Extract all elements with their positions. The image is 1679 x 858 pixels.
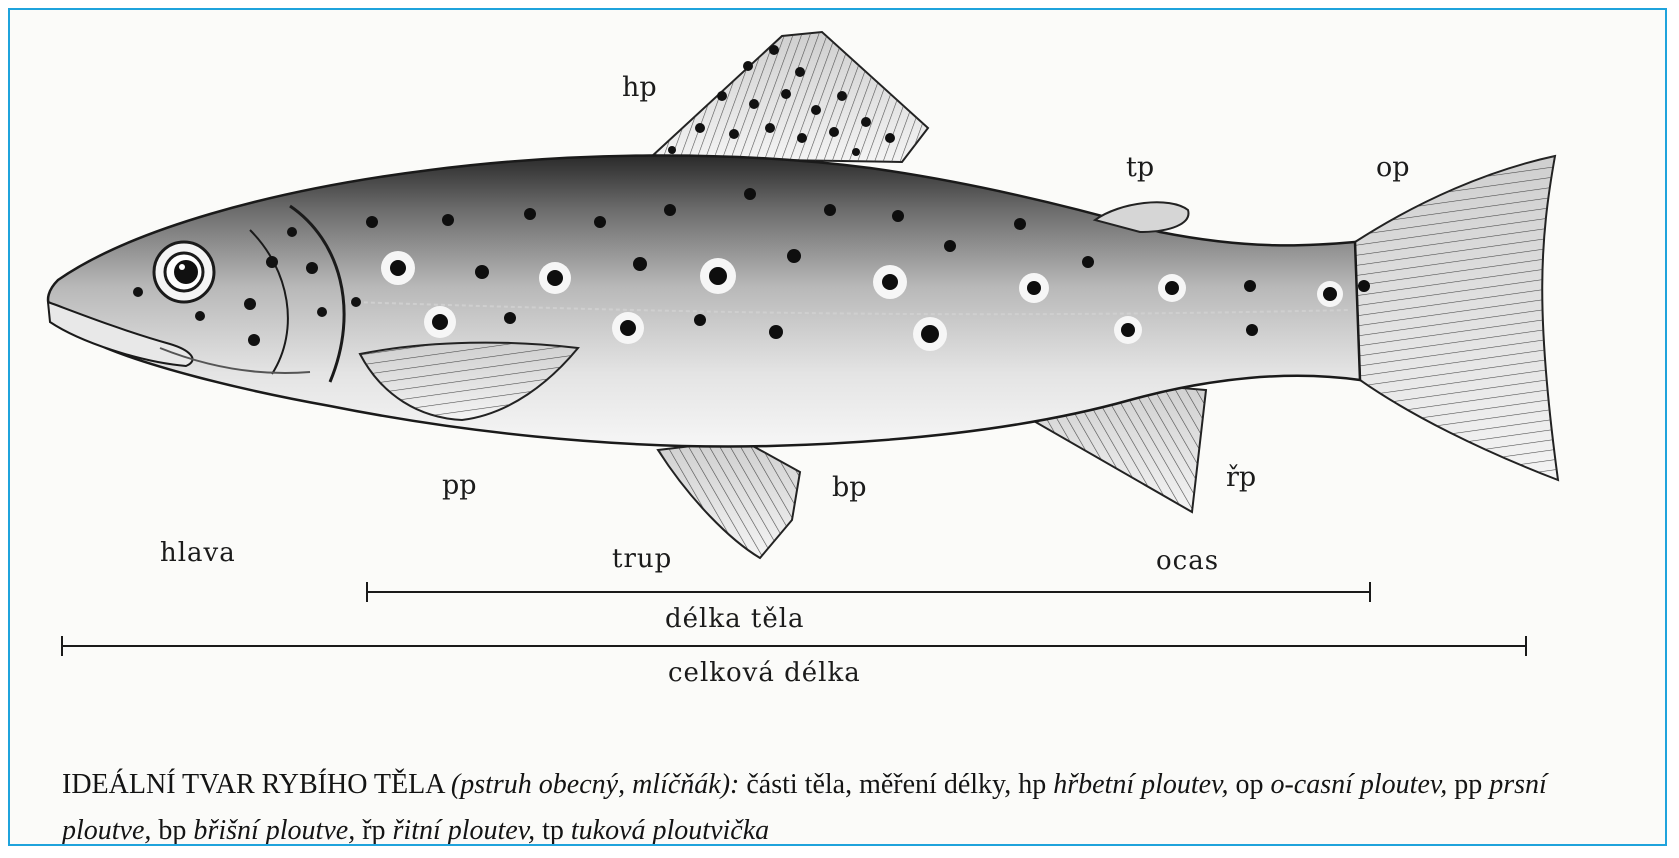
label-trunk: trup: [612, 544, 672, 574]
label-total-length: celková délka: [668, 658, 861, 688]
body-length-line: [367, 582, 1370, 602]
label-adipose-fin: tp: [1126, 152, 1154, 183]
label-tail: ocas: [1156, 546, 1219, 576]
caption-tp: tp: [535, 815, 571, 846]
caption-species: (pstruh obecný, mlíčňák):: [451, 769, 739, 800]
label-anal-fin: řp: [1226, 462, 1256, 493]
caption-rp: řp: [355, 815, 392, 846]
total-length-line: [62, 636, 1526, 656]
label-caudal-fin: op: [1376, 152, 1410, 183]
label-head: hlava: [160, 538, 236, 568]
label-body-length: délka těla: [665, 604, 805, 634]
caption-text: části těla, měření délky, hp: [739, 769, 1053, 800]
label-pectoral-fin: pp: [442, 470, 477, 501]
label-dorsal-fin: hp: [622, 72, 657, 103]
caption-bp: bp: [151, 815, 193, 846]
trout-illustration: [10, 10, 1667, 846]
caption-title: IDEÁLNÍ TVAR RYBÍHO TĚLA: [62, 769, 451, 800]
caption-caudal: o-casní ploutev,: [1270, 769, 1447, 800]
caption-adipose: tuková ploutvička: [571, 815, 769, 846]
figure-caption: IDEÁLNÍ TVAR RYBÍHO TĚLA (pstruh obecný,…: [62, 762, 1622, 846]
illustration-frame: hp tp op pp bp řp hlava trup ocas délka …: [8, 8, 1667, 846]
caption-pp: pp: [1447, 769, 1489, 800]
caption-anal: řitní ploutev,: [393, 815, 536, 846]
caption-pelvic: břišní ploutve,: [193, 815, 355, 846]
caption-op: op: [1228, 769, 1270, 800]
label-pelvic-fin: bp: [832, 472, 867, 503]
caption-dorsal: hřbetní ploutev,: [1053, 769, 1228, 800]
